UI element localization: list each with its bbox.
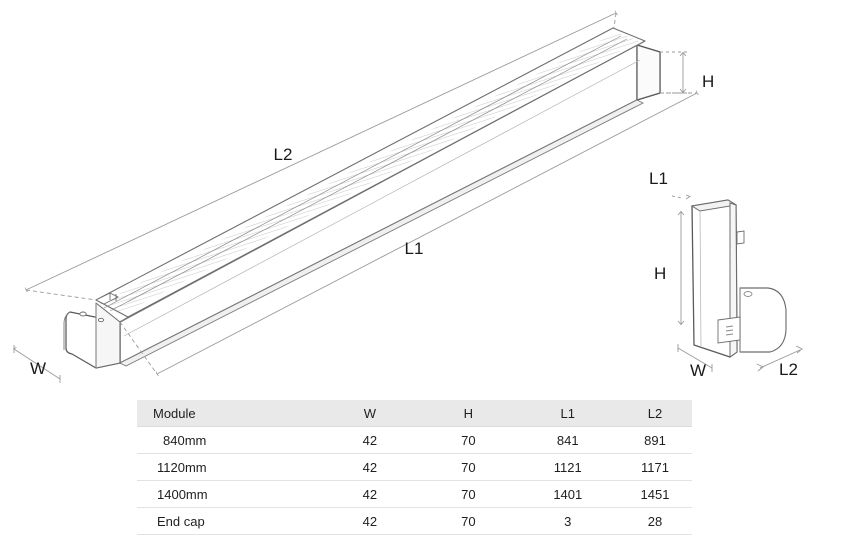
detail-label-h: H [654, 264, 666, 283]
table-row: 1120mm 42 70 1121 1171 [137, 453, 692, 481]
main-view-dimensions [13, 10, 699, 383]
detail-label-w: W [690, 361, 706, 380]
column-header-l1: L1 [517, 400, 618, 427]
cell-h: 70 [419, 453, 518, 481]
detail-dim-l1 [671, 195, 683, 199]
table-row: End cap 42 70 3 28 [137, 507, 692, 535]
cell-l1: 841 [517, 426, 618, 454]
cell-l2: 28 [617, 507, 692, 535]
main-isometric-body [63, 27, 661, 369]
main-label-l2: L2 [274, 145, 293, 164]
table-row: 1400mm 42 70 1401 1451 [137, 480, 692, 508]
cell-w: 42 [320, 480, 420, 508]
cell-l2: 1171 [617, 453, 692, 481]
dim-line-l1 [155, 90, 699, 377]
cell-w: 42 [320, 453, 420, 481]
cell-h: 70 [419, 426, 518, 454]
cell-h: 70 [419, 480, 518, 508]
table-row: 840mm 42 70 841 891 [137, 426, 692, 454]
end-cap-detail-body [690, 199, 787, 358]
cell-module: 1120mm [137, 453, 321, 481]
cell-w: 42 [320, 426, 420, 454]
main-label-l1: L1 [405, 239, 424, 258]
cell-l1: 1401 [517, 480, 618, 508]
column-header-l2: L2 [617, 400, 692, 427]
column-header-w: W [320, 400, 420, 427]
cell-w: 42 [320, 507, 420, 535]
cell-l1: 3 [517, 507, 618, 535]
column-header-module: Module [137, 400, 321, 427]
cell-l2: 1451 [617, 480, 692, 508]
specification-table: Module W H L1 L2 840mm 42 70 841 891 112… [137, 400, 692, 535]
cell-h: 70 [419, 507, 518, 535]
detail-view-dimensions [671, 194, 803, 372]
cell-module: End cap [137, 507, 321, 535]
dim-line-w [13, 348, 61, 380]
product-label-marks [725, 325, 734, 336]
main-label-h: H [702, 72, 714, 91]
cell-module: 1400mm [137, 480, 321, 508]
cell-l2: 891 [617, 426, 692, 454]
main-label-w: W [30, 359, 46, 378]
detail-dim-w [677, 347, 713, 369]
cell-module: 840mm [137, 426, 321, 454]
column-header-h: H [419, 400, 518, 427]
detail-label-l2: L2 [779, 360, 798, 379]
cell-l1: 1121 [517, 453, 618, 481]
detail-dim-l2 [759, 349, 801, 369]
table-header-row: Module W H L1 L2 [137, 400, 692, 427]
detail-label-l1: L1 [649, 169, 668, 188]
